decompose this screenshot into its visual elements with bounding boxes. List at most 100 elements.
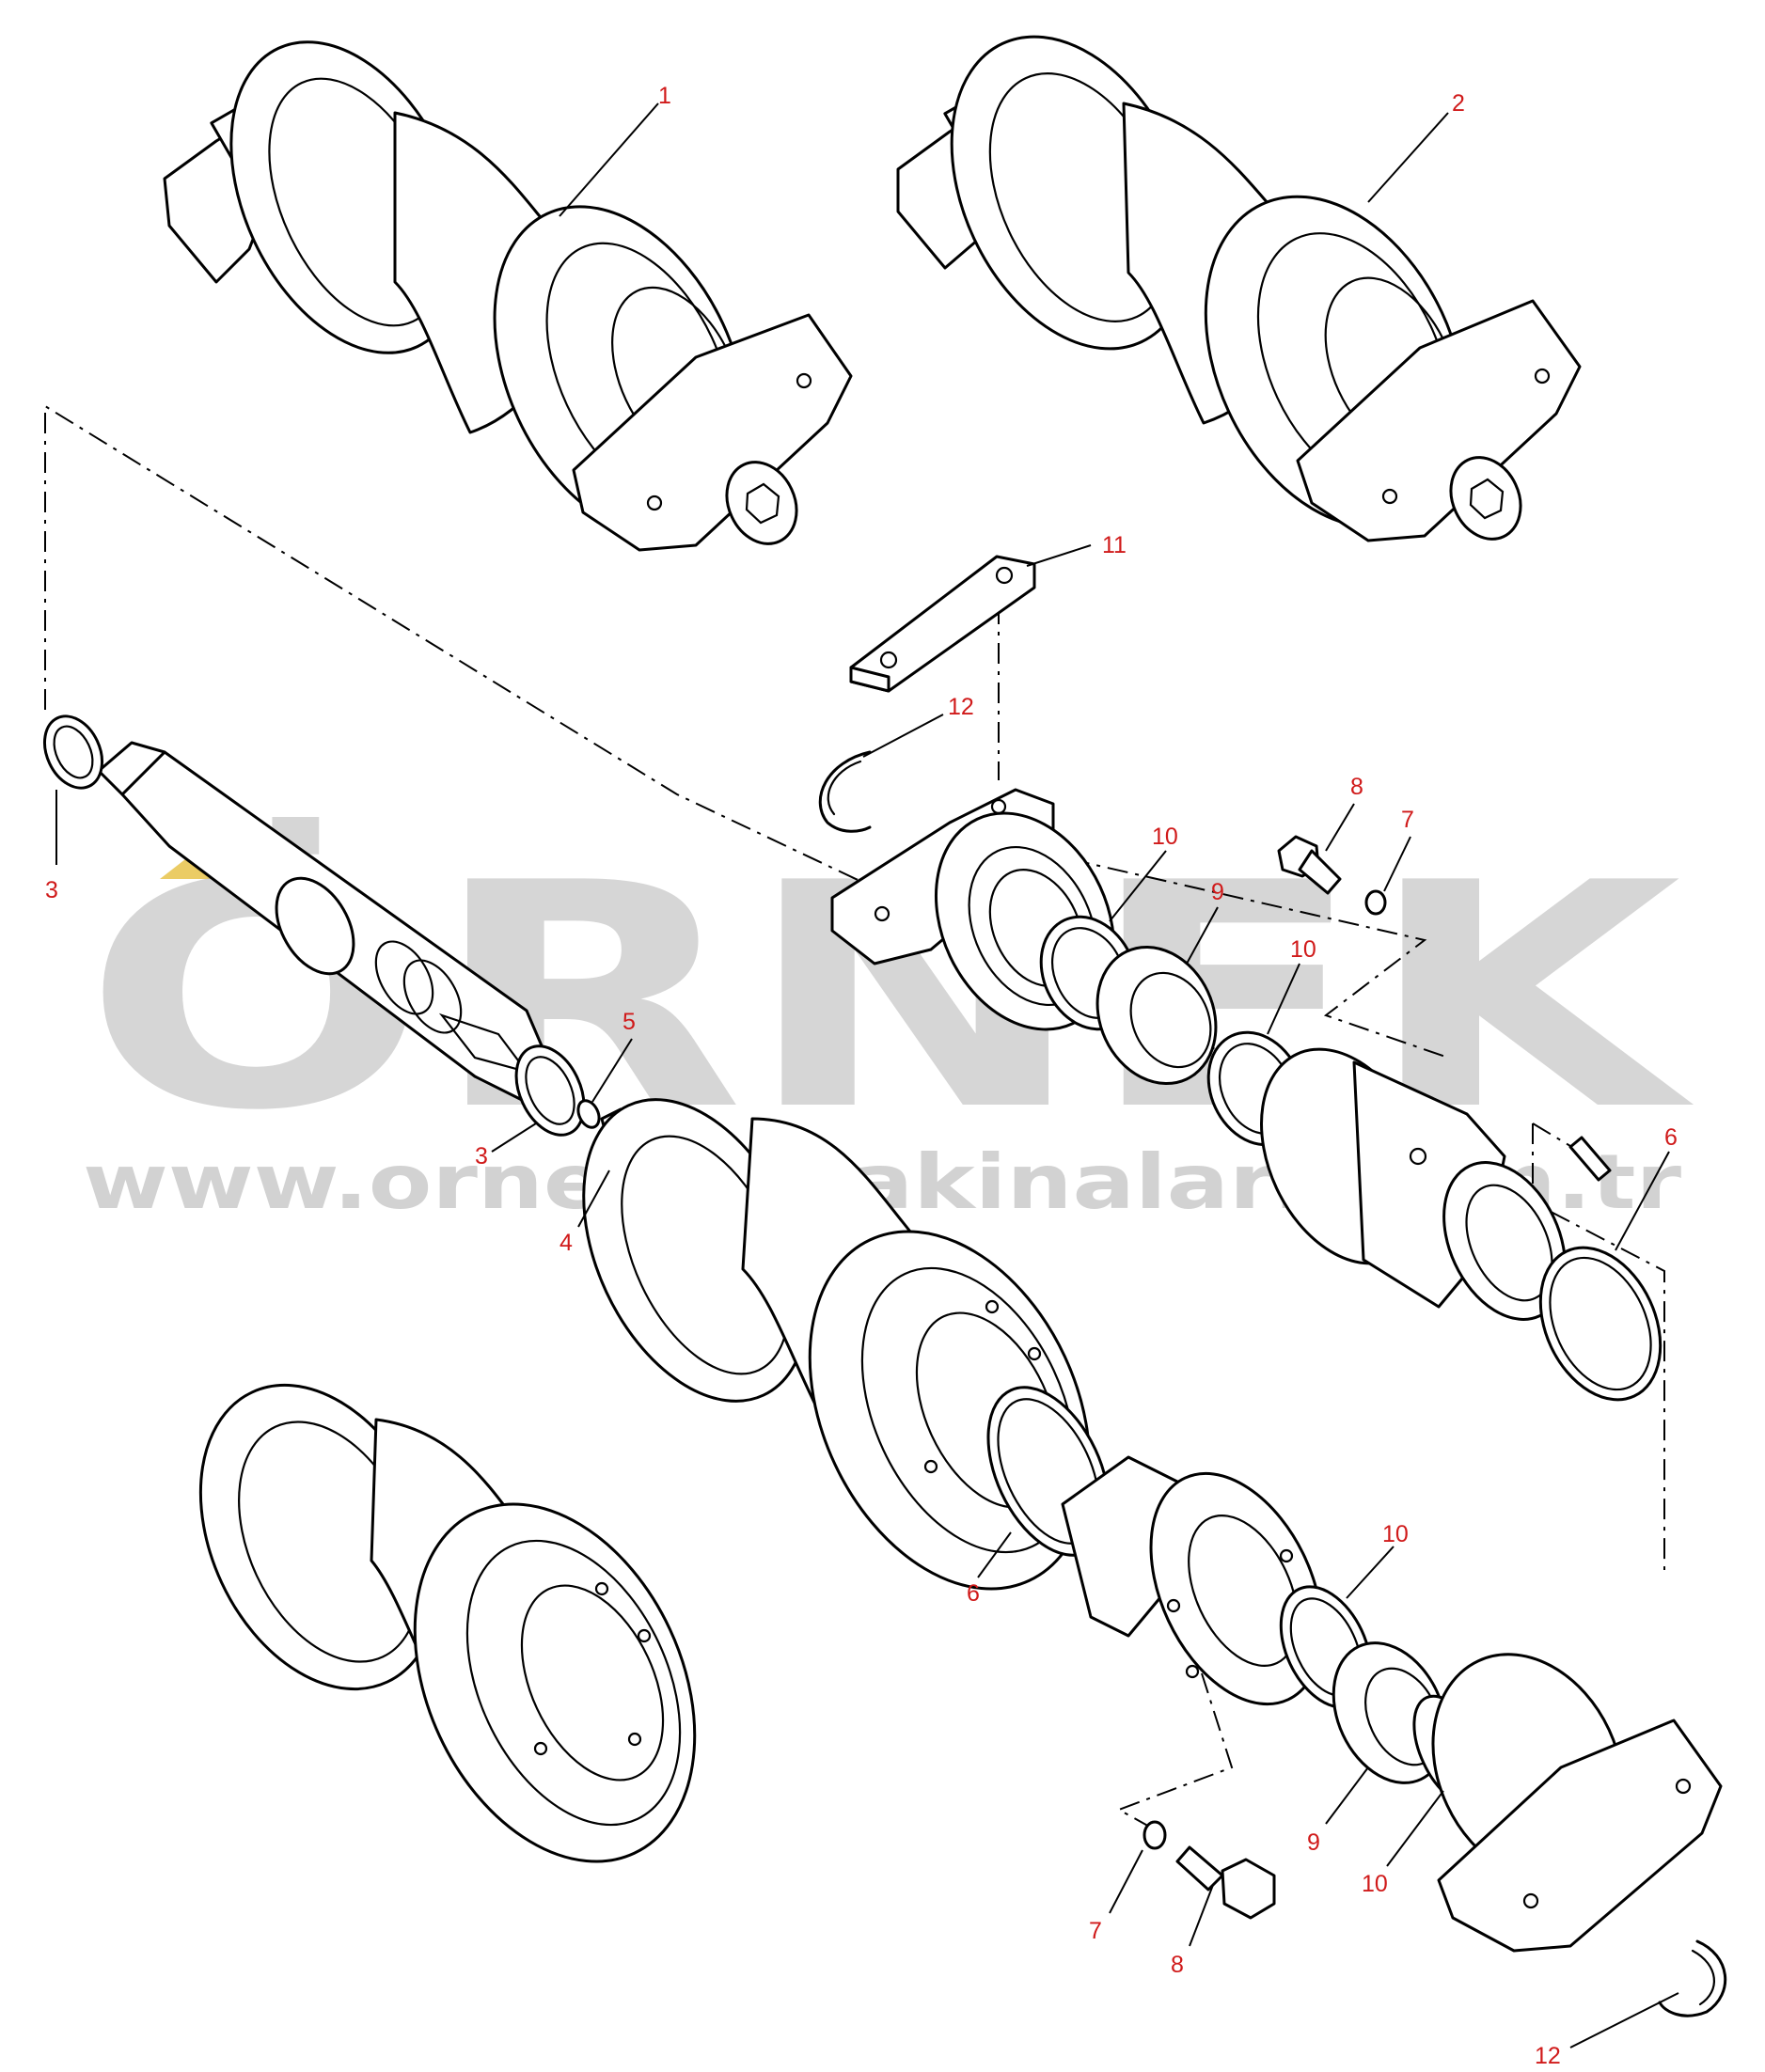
bracket-front-2-hole-b [1534,368,1551,385]
leader-8a [1325,803,1355,852]
link-plate-hole-a [879,651,898,669]
pin [1568,1136,1612,1182]
callout-10c: 10 [1382,1521,1409,1547]
collar-bracket-hole-a [874,905,890,922]
part-8-bolt-upper [1277,835,1342,895]
part-9-bearing-upper [1095,945,1218,1086]
shaft-end-1 [725,461,798,545]
leader-7a [1383,836,1411,892]
part-7-washer-lower [1143,1820,1167,1850]
lower-collar-hole-a [1166,1598,1181,1613]
leader-12a [862,714,944,758]
lower-collar-flange-inner [1188,1515,1299,1667]
leader-5 [591,1038,633,1103]
leader-lines [55,102,1679,2048]
roller-lower-left [198,1383,697,1863]
lower-bracket-hole-a [1522,1892,1539,1909]
part-7-washer-upper [1364,889,1387,916]
callout-8b: 8 [1171,1952,1184,1978]
leader-8b [1189,1884,1214,1947]
leader-10d [1386,1790,1444,1867]
hub-end-right-inner [1465,1184,1553,1302]
callout-2: 2 [1452,90,1465,117]
lower-bracket-hole-b [1675,1778,1692,1795]
shaft-collar-a [275,876,355,976]
link-plate-top [849,555,1036,693]
bracket-front-hole-a [646,494,663,511]
leader-9b [1325,1766,1369,1825]
roller-lower-flange-front-inner [465,1539,682,1827]
leader-4 [577,1169,610,1228]
callout-12a: 12 [948,694,974,720]
callout-7a: 7 [1401,807,1414,833]
shaft-end-nut-2 [1469,478,1505,520]
link-plate-side [849,666,890,693]
leader-9a [1186,906,1219,965]
lower-collar-flange [1149,1471,1324,1706]
callout-labels: 1 2 3 3 4 5 6 6 7 7 8 8 9 9 10 10 10 10 … [45,83,1678,2069]
bracket-front-2 [1296,299,1582,542]
leader-12b [1569,1992,1679,2048]
callout-3b: 3 [475,1143,488,1169]
hub-collar-right [1260,1047,1567,1321]
roller-shell-bolt-hole-d [923,1459,938,1474]
callout-12b: 12 [1535,2043,1561,2069]
roller-lower-flange-front [413,1502,697,1863]
link-plate-hole-b [995,566,1014,585]
bracket-front [572,313,853,552]
callout-10a: 10 [1152,824,1178,850]
axis-line-bolt-8-lower [1116,1672,1234,1834]
callout-10d: 10 [1362,1871,1388,1897]
callout-9a: 9 [1211,879,1224,905]
part-3-oring-center-inner [525,1056,575,1125]
pin-body [1568,1136,1612,1182]
callout-11: 11 [1102,532,1127,558]
bolt-8-lower-head [1221,1858,1276,1920]
part-12-retaining-ring-upper-inner [827,760,862,816]
leader-1 [559,102,659,217]
bolt-8-lower-shank [1175,1845,1224,1891]
roller-assembly-2 [896,35,1582,542]
callout-4: 4 [559,1230,573,1256]
shaft-groove-b [402,959,463,1034]
hub-hole [1409,1147,1427,1166]
callout-5: 5 [622,1009,636,1035]
axis-line-bolt-8-upper [991,840,1449,1059]
leader-10a [1109,850,1167,922]
leader-11 [1026,544,1092,567]
part-11-link-plate [849,555,1036,693]
bracket-front-2-hole-a [1381,488,1398,505]
part-8-bolt-lower [1175,1845,1276,1920]
part-12-retaining-ring-lower [1658,1939,1727,2017]
leader-6b [977,1531,1012,1578]
bolt-8-upper-shank [1298,849,1342,895]
lower-collar-hub [1061,1455,1324,1706]
callout-9b: 9 [1307,1829,1320,1856]
part-6-oring-right-inner [1549,1256,1652,1391]
bearing-upper-inner [1129,971,1212,1069]
part-12-retaining-ring-lower-inner [1691,1949,1715,2006]
callout-6b: 6 [967,1580,980,1607]
roller-shell-flange-front-inner [860,1266,1077,1554]
leader-10b [1267,963,1300,1035]
callout-8a: 8 [1350,774,1363,800]
lower-bracket-plate [1437,1719,1723,1953]
shaft-end-flat [97,741,166,796]
leader-6a [1615,1151,1670,1251]
roller-shell-bolt-hole-a [985,1299,1000,1314]
shaft-end-2 [1449,456,1522,541]
part-3-oring-center [514,1044,586,1137]
callout-10b: 10 [1290,936,1316,963]
roller-lower-bolt-hole-c [627,1732,642,1747]
roller-lower-bolt-hole-b [637,1628,652,1643]
roller-shell-bolt-hole-b [1027,1346,1042,1361]
part-3-oring-left-inner [53,725,94,779]
roller-lower-bolt-hole-a [594,1581,609,1596]
callout-6a: 6 [1664,1124,1678,1151]
shaft-groove-a [374,940,434,1015]
callout-1: 1 [658,83,671,109]
leader-3b [491,1122,537,1153]
hub-end-right [1442,1161,1567,1321]
lower-bracket-right [1431,1653,1723,1953]
